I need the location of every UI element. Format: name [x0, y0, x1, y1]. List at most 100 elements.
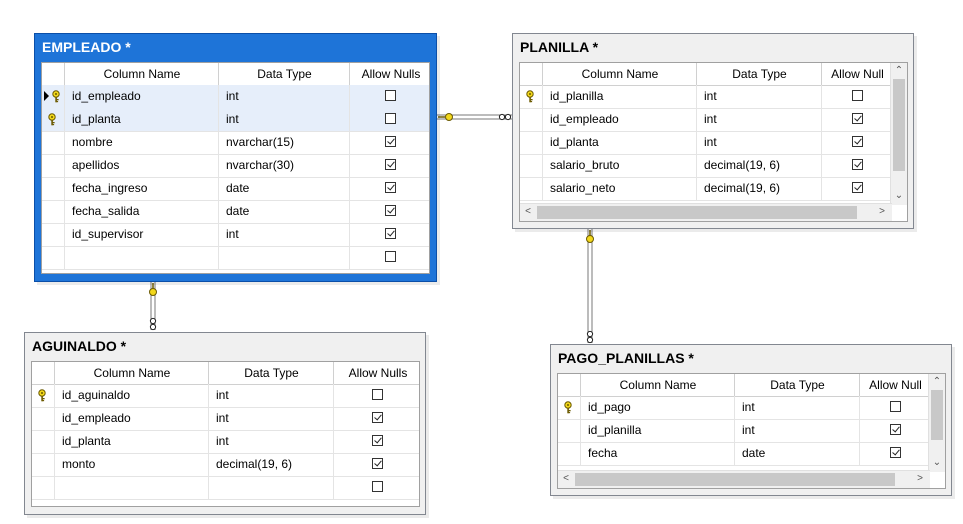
allow-nulls-checkbox[interactable] — [372, 412, 383, 423]
row-selector[interactable] — [42, 246, 64, 269]
allow-nulls-checkbox[interactable] — [852, 136, 863, 147]
row-selector[interactable] — [520, 177, 542, 200]
data-type-cell[interactable]: int — [208, 384, 333, 407]
header-data-type[interactable]: Data Type — [696, 63, 822, 85]
relationship-empleado-aguinaldo[interactable] — [149, 282, 157, 331]
data-type-cell[interactable]: nvarchar(30) — [218, 154, 349, 177]
scroll-up-icon[interactable]: ⌃ — [894, 65, 904, 76]
data-type-cell[interactable]: decimal(19, 6) — [696, 154, 821, 177]
table-aguinaldo[interactable]: AGUINALDO * Column Name Data Type Allow … — [24, 332, 426, 515]
data-type-cell[interactable]: int — [696, 131, 821, 154]
scrollbar-thumb[interactable] — [537, 206, 857, 219]
data-type-cell[interactable]: int — [696, 85, 821, 108]
header-data-type[interactable]: Data Type — [218, 63, 350, 85]
column-name-cell[interactable]: id_planilla — [542, 85, 696, 108]
row-selector[interactable] — [42, 223, 64, 246]
row-selector[interactable] — [520, 85, 542, 108]
scroll-down-icon[interactable]: ⌄ — [894, 190, 904, 201]
scroll-up-icon[interactable]: ⌃ — [932, 376, 942, 387]
data-type-cell[interactable]: nvarchar(15) — [218, 131, 349, 154]
horizontal-scrollbar[interactable]: < > — [520, 203, 892, 221]
data-type-cell[interactable]: int — [218, 223, 349, 246]
horizontal-scrollbar[interactable]: < > — [558, 470, 930, 488]
header-column-name[interactable]: Column Name — [54, 362, 209, 384]
column-name-cell[interactable]: id_planta — [542, 131, 696, 154]
scrollbar-thumb[interactable] — [893, 79, 905, 171]
row-selector[interactable] — [42, 154, 64, 177]
allow-nulls-checkbox[interactable] — [385, 251, 396, 262]
allow-nulls-checkbox[interactable] — [385, 113, 396, 124]
allow-nulls-checkbox[interactable] — [385, 90, 396, 101]
column-name-cell[interactable]: id_planta — [64, 108, 218, 131]
row-selector[interactable] — [558, 419, 580, 442]
column-name-cell[interactable]: id_supervisor — [64, 223, 218, 246]
allow-nulls-checkbox[interactable] — [890, 447, 901, 458]
column-name-cell[interactable]: id_empleado — [542, 108, 696, 131]
allow-nulls-checkbox[interactable] — [852, 182, 863, 193]
column-name-cell[interactable]: monto — [54, 453, 208, 476]
header-allow-nulls[interactable]: Allow Nulls — [333, 362, 419, 384]
allow-nulls-checkbox[interactable] — [385, 205, 396, 216]
row-selector[interactable] — [520, 131, 542, 154]
scroll-right-icon[interactable]: > — [917, 473, 923, 484]
table-pago-planillas[interactable]: PAGO_PLANILLAS * Column Name Data Type A… — [550, 344, 952, 496]
row-selector[interactable] — [42, 131, 64, 154]
allow-nulls-checkbox[interactable] — [852, 159, 863, 170]
allow-nulls-checkbox[interactable] — [385, 182, 396, 193]
column-name-cell[interactable] — [64, 246, 218, 269]
row-selector[interactable] — [32, 407, 54, 430]
data-type-cell[interactable]: int — [218, 85, 349, 108]
scroll-left-icon[interactable]: < — [525, 206, 531, 217]
header-allow-nulls[interactable]: Allow Nulls — [349, 63, 429, 85]
vertical-scrollbar[interactable]: ⌃ ⌄ — [928, 374, 945, 472]
allow-nulls-checkbox[interactable] — [385, 159, 396, 170]
scrollbar-thumb[interactable] — [931, 390, 943, 440]
header-data-type[interactable]: Data Type — [208, 362, 334, 384]
data-type-cell[interactable]: int — [218, 108, 349, 131]
row-selector[interactable] — [42, 177, 64, 200]
column-name-cell[interactable]: salario_neto — [542, 177, 696, 200]
allow-nulls-checkbox[interactable] — [372, 481, 383, 492]
column-name-cell[interactable]: id_pago — [580, 396, 734, 419]
column-name-cell[interactable]: salario_bruto — [542, 154, 696, 177]
data-type-cell[interactable]: int — [208, 407, 333, 430]
table-row[interactable] — [42, 246, 429, 270]
column-name-cell[interactable] — [54, 476, 208, 499]
row-selector[interactable] — [42, 108, 64, 131]
data-type-cell[interactable]: decimal(19, 6) — [208, 453, 333, 476]
header-column-name[interactable]: Column Name — [580, 374, 735, 396]
row-selector[interactable] — [42, 200, 64, 223]
column-name-cell[interactable]: fecha — [580, 442, 734, 465]
allow-nulls-checkbox[interactable] — [385, 228, 396, 239]
column-name-cell[interactable]: id_aguinaldo — [54, 384, 208, 407]
row-selector[interactable] — [32, 453, 54, 476]
column-name-cell[interactable]: id_planilla — [580, 419, 734, 442]
scroll-left-icon[interactable]: < — [563, 473, 569, 484]
row-selector[interactable] — [558, 442, 580, 465]
row-selector[interactable] — [558, 396, 580, 419]
column-name-cell[interactable]: apellidos — [64, 154, 218, 177]
column-name-cell[interactable]: id_empleado — [64, 85, 218, 108]
allow-nulls-checkbox[interactable] — [852, 90, 863, 101]
data-type-cell[interactable]: int — [734, 419, 859, 442]
column-name-cell[interactable]: nombre — [64, 131, 218, 154]
relationship-planilla-pago-planillas[interactable] — [586, 229, 594, 344]
